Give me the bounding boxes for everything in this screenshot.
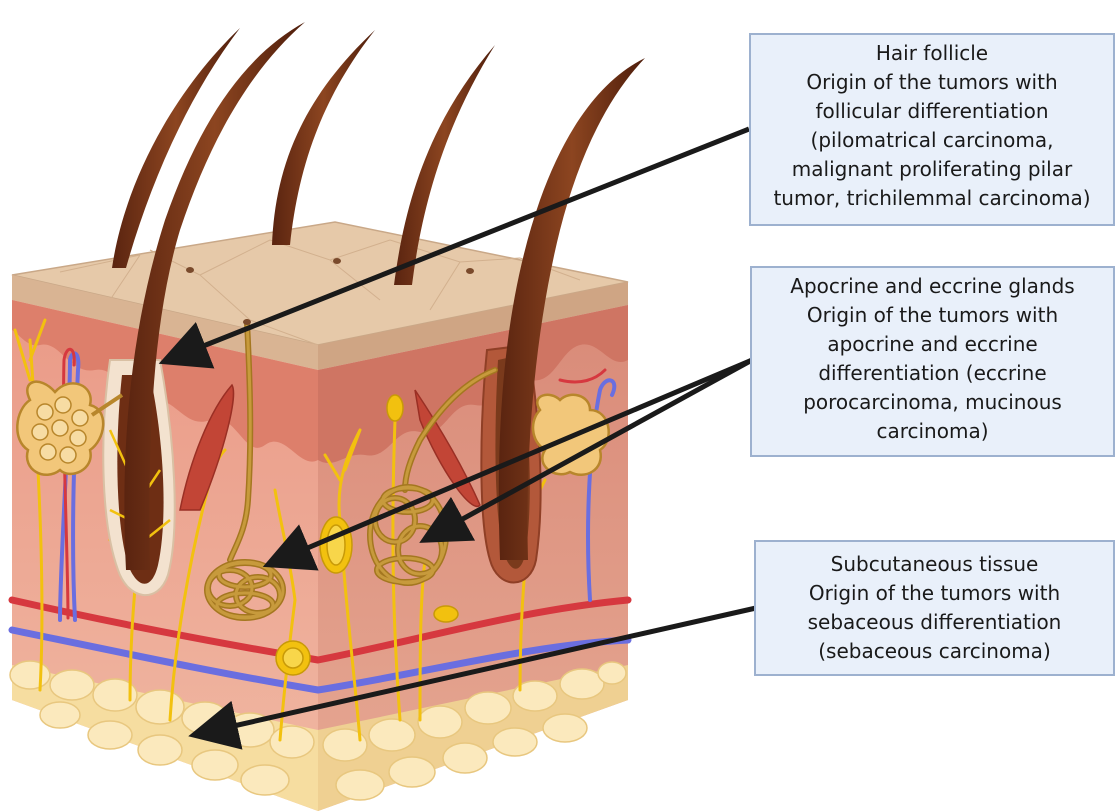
callout-subcutaneous-title: Subcutaneous tissue bbox=[762, 550, 1107, 579]
callout-subcutaneous-line: sebaceous differentiation bbox=[762, 608, 1107, 637]
callout-hair-follicle: Hair follicle Origin of the tumors with … bbox=[749, 33, 1115, 226]
callout-hair-follicle-line: follicular differentiation bbox=[757, 97, 1107, 126]
callout-glands-line: differentiation (eccrine bbox=[758, 359, 1107, 388]
callout-glands-line: Origin of the tumors with bbox=[758, 301, 1107, 330]
callout-glands-line: carcinoma) bbox=[758, 417, 1107, 446]
callout-subcutaneous-tissue: Subcutaneous tissue Origin of the tumors… bbox=[754, 540, 1115, 676]
callout-glands-line: porocarcinoma, mucinous bbox=[758, 388, 1107, 417]
callout-hair-follicle-line: Origin of the tumors with bbox=[757, 68, 1107, 97]
callout-hair-follicle-line: tumor, trichilemmal carcinoma) bbox=[757, 184, 1107, 213]
callout-glands-line: apocrine and eccrine bbox=[758, 330, 1107, 359]
callout-glands-title: Apocrine and eccrine glands bbox=[758, 272, 1107, 301]
callout-hair-follicle-line: malignant proliferating pilar bbox=[757, 155, 1107, 184]
callout-apocrine-eccrine-glands: Apocrine and eccrine glands Origin of th… bbox=[750, 266, 1115, 457]
callout-subcutaneous-line: Origin of the tumors with bbox=[762, 579, 1107, 608]
callout-hair-follicle-line: (pilomatrical carcinoma, bbox=[757, 126, 1107, 155]
callout-subcutaneous-line: (sebaceous carcinoma) bbox=[762, 637, 1107, 666]
callout-hair-follicle-title: Hair follicle bbox=[757, 39, 1107, 68]
